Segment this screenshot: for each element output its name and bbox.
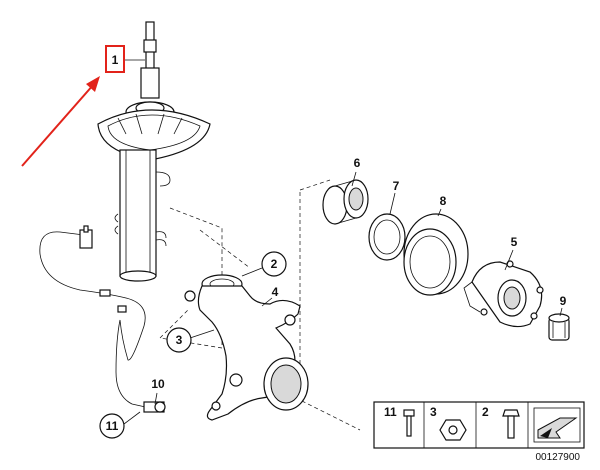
callout-2[interactable]: 2	[261, 251, 287, 277]
screw-icon	[403, 409, 415, 437]
callout-2-label: 2	[271, 257, 278, 271]
highlight-box	[105, 45, 125, 73]
dust-shield[interactable]	[403, 213, 469, 296]
legend-num-1: 3	[430, 405, 437, 419]
callout-10[interactable]: 10	[151, 377, 165, 391]
callout-6[interactable]: 6	[354, 156, 361, 170]
wheel-speed-sensor[interactable]	[39, 225, 166, 413]
arrow-plate-icon	[533, 407, 581, 443]
wheel-hub[interactable]	[463, 260, 544, 328]
leader-lines	[123, 59, 563, 425]
callout-3[interactable]: 3	[166, 327, 192, 353]
highlight-arrow	[21, 76, 100, 167]
callout-9[interactable]: 9	[560, 294, 567, 308]
legend-num-0: 11	[384, 405, 397, 419]
callout-11-label: 11	[106, 419, 119, 433]
bolt-icon	[502, 409, 520, 439]
callout-5[interactable]: 5	[511, 235, 518, 249]
callout-3-label: 3	[176, 333, 183, 347]
callout-4[interactable]: 4	[272, 285, 279, 299]
callout-1[interactable]: 1	[112, 53, 119, 67]
hub-collar-nut[interactable]	[548, 313, 570, 341]
callout-11[interactable]: 11	[99, 413, 125, 439]
circlip[interactable]	[368, 213, 406, 261]
parts-legend: 11 3 2 00127900	[373, 401, 585, 463]
catalog-number: 00127900	[536, 452, 581, 463]
wheel-bearing[interactable]	[322, 179, 369, 225]
legend-num-2: 2	[482, 405, 489, 419]
strut-assembly[interactable]	[97, 21, 211, 282]
steering-knuckle[interactable]	[184, 274, 309, 421]
callout-7[interactable]: 7	[393, 179, 400, 193]
nut-icon	[439, 419, 467, 441]
callout-8[interactable]: 8	[440, 194, 447, 208]
